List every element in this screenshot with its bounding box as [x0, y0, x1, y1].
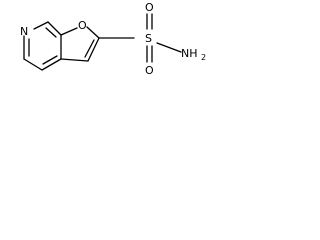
atom-label-sulfur: S: [145, 32, 152, 45]
atom-label-ring-nitrogen: N: [20, 25, 28, 38]
bond-o1-c2: [86, 26, 100, 39]
bond-c5-c4: [23, 58, 43, 71]
sulfonamide-group: [98, 13, 182, 63]
bond-c7a-c7-inner: [45, 27, 57, 38]
atom-label-amine: NH: [181, 47, 198, 60]
bond-c4-c3a: [41, 58, 62, 71]
atom-label-furan-oxygen: O: [78, 19, 87, 32]
pyridine-ring: [23, 21, 62, 71]
bond-c3-c3a: [60, 58, 89, 62]
molecule-diagram: N O S O O NH 2: [20, 1, 206, 77]
bond-c7a-c7: [47, 21, 62, 36]
structure-canvas: N O S O O NH 2: [0, 0, 242, 98]
bond-c7-n6: [33, 21, 49, 30]
atom-label-sulfonyl-oxygen-top: O: [145, 1, 154, 14]
bond-s-n: [156, 42, 182, 53]
atom-label-amine-subscript: 2: [201, 53, 206, 62]
bond-c4-c3a-inner: [42, 55, 58, 65]
atom-label-sulfonyl-oxygen-bottom: O: [145, 64, 154, 77]
bond-c2-c3: [87, 37, 100, 62]
bond-c7a-o1: [60, 27, 78, 36]
bond-c2-c3-inner: [84, 39, 95, 58]
furan-ring: [60, 26, 100, 62]
